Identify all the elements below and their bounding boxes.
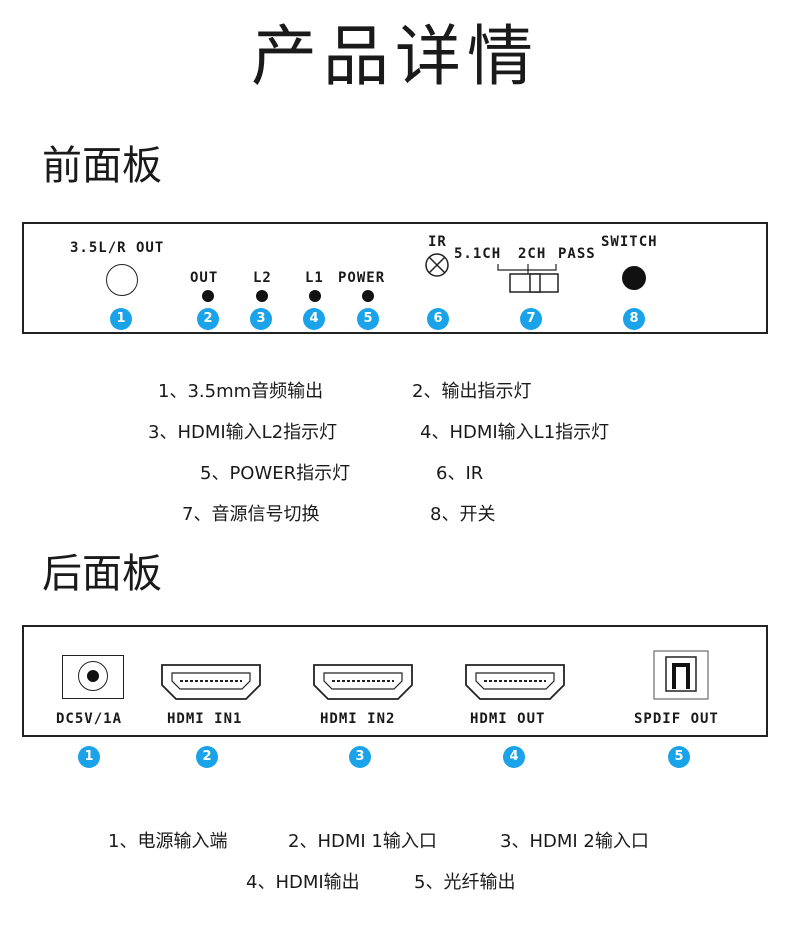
hdmi-in1-port-icon — [161, 664, 261, 700]
front-badge-1: 1 — [110, 308, 132, 330]
back-badge-5: 5 — [668, 746, 690, 768]
front-panel: 3.5L/R OUT OUT L2 L1 POWER IR 5.1CH 2CH … — [22, 222, 768, 334]
page-title: 产品详情 — [251, 18, 539, 95]
hdmi-out-port-icon — [465, 664, 565, 700]
front-badge-6: 6 — [427, 308, 449, 330]
power-switch-icon — [622, 266, 646, 290]
spdif-out-label: SPDIF OUT — [634, 711, 719, 727]
power-led-icon — [362, 290, 374, 302]
hdmi-in2-port-icon — [313, 664, 413, 700]
hdmi-out-label: HDMI OUT — [470, 711, 546, 727]
l2-led-icon — [256, 290, 268, 302]
switch-label: SWITCH — [601, 234, 658, 250]
source-switch-icon — [497, 264, 559, 293]
front-desc-8: 8、开关 — [430, 504, 496, 525]
back-desc-3: 3、HDMI 2输入口 — [500, 831, 649, 852]
l2-led-label: L2 — [253, 270, 272, 286]
back-badge-2: 2 — [196, 746, 218, 768]
out-led-icon — [202, 290, 214, 302]
ir-sensor-icon — [425, 253, 449, 277]
front-badge-8: 8 — [623, 308, 645, 330]
out-led-label: OUT — [190, 270, 219, 286]
front-badge-5: 5 — [357, 308, 379, 330]
hdmi-in2-label: HDMI IN2 — [320, 711, 396, 727]
ch51-label: 5.1CH — [454, 246, 502, 262]
front-panel-heading: 前面板 — [42, 143, 162, 189]
pass-label: PASS — [558, 246, 596, 262]
front-badge-7: 7 — [520, 308, 542, 330]
front-desc-3: 3、HDMI输入L2指示灯 — [148, 422, 338, 443]
dc-label: DC5V/1A — [56, 711, 123, 727]
back-desc-4: 4、HDMI输出 — [246, 872, 360, 893]
back-badge-4: 4 — [503, 746, 525, 768]
audio-out-label: 3.5L/R OUT — [70, 240, 165, 256]
back-badge-1: 1 — [78, 746, 100, 768]
front-badge-4: 4 — [303, 308, 325, 330]
front-desc-4: 4、HDMI输入L1指示灯 — [420, 422, 610, 443]
l1-led-icon — [309, 290, 321, 302]
power-led-label: POWER — [338, 270, 386, 286]
audio-jack-icon — [106, 264, 138, 296]
front-desc-6: 6、IR — [436, 463, 484, 484]
back-desc-1: 1、电源输入端 — [108, 831, 228, 852]
front-badge-3: 3 — [250, 308, 272, 330]
back-desc-5: 5、光纤输出 — [414, 872, 516, 893]
l1-led-label: L1 — [305, 270, 324, 286]
back-panel: DC5V/1A HDMI IN1 HDMI IN2 HDMI OUT SPDIF… — [22, 625, 768, 737]
back-panel-heading: 后面板 — [42, 551, 162, 597]
back-badge-3: 3 — [349, 746, 371, 768]
back-desc-2: 2、HDMI 1输入口 — [288, 831, 437, 852]
front-desc-1: 1、3.5mm音频输出 — [158, 381, 324, 402]
dc-jack-icon — [62, 655, 124, 699]
front-desc-7: 7、音源信号切换 — [182, 504, 320, 525]
spdif-port-icon — [653, 650, 709, 700]
front-desc-2: 2、输出指示灯 — [412, 381, 532, 402]
front-badge-2: 2 — [197, 308, 219, 330]
hdmi-in1-label: HDMI IN1 — [167, 711, 243, 727]
front-desc-5: 5、POWER指示灯 — [200, 463, 351, 484]
ch2-label: 2CH — [518, 246, 547, 262]
ir-label: IR — [428, 234, 447, 250]
